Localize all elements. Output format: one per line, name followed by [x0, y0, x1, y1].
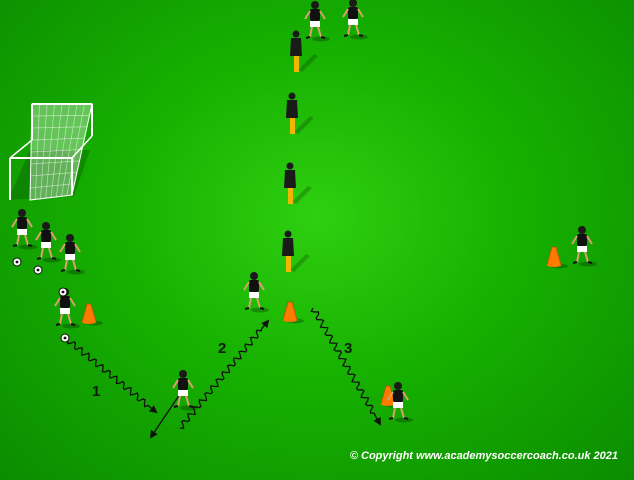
- dribble-path-3: [310, 307, 381, 426]
- step-label-2: 2: [218, 340, 227, 357]
- player-icon-top-2: [342, 0, 368, 40]
- player-icon-queue-2: [35, 222, 61, 263]
- run-arrow: [149, 393, 181, 439]
- ball-icon-3: [58, 287, 68, 297]
- player-icon-finish: [387, 382, 413, 423]
- mannequin-icon-3: [284, 162, 312, 204]
- copyright-text: © Copyright www.academysoccercoach.co.uk…: [349, 450, 618, 462]
- step-label-3: 3: [344, 340, 353, 357]
- dribble-path-2: [179, 319, 270, 430]
- cone-icon-far: [546, 246, 568, 269]
- step-label-1: 1: [92, 383, 101, 400]
- cone-icon-center: [282, 301, 304, 324]
- ball-icon-2: [33, 265, 43, 275]
- player-icon-top-1: [304, 1, 330, 42]
- player-icon-queue-3: [59, 234, 85, 275]
- mannequin-icon-4: [282, 230, 310, 272]
- mannequin-icon-1: [290, 30, 318, 72]
- goal-icon: [8, 103, 93, 201]
- player-icon-center: [243, 272, 269, 313]
- player-icon-dribbler: [54, 288, 80, 329]
- ball-icon-1: [12, 257, 22, 267]
- cone-icon-start: [81, 303, 103, 326]
- ball-icon-4: [60, 333, 70, 343]
- mannequin-icon-2: [286, 92, 314, 134]
- player-icon-queue-1: [11, 209, 37, 250]
- player-icon-middle: [172, 370, 198, 411]
- player-icon-right: [571, 226, 597, 267]
- dribble-path-1: [66, 339, 158, 414]
